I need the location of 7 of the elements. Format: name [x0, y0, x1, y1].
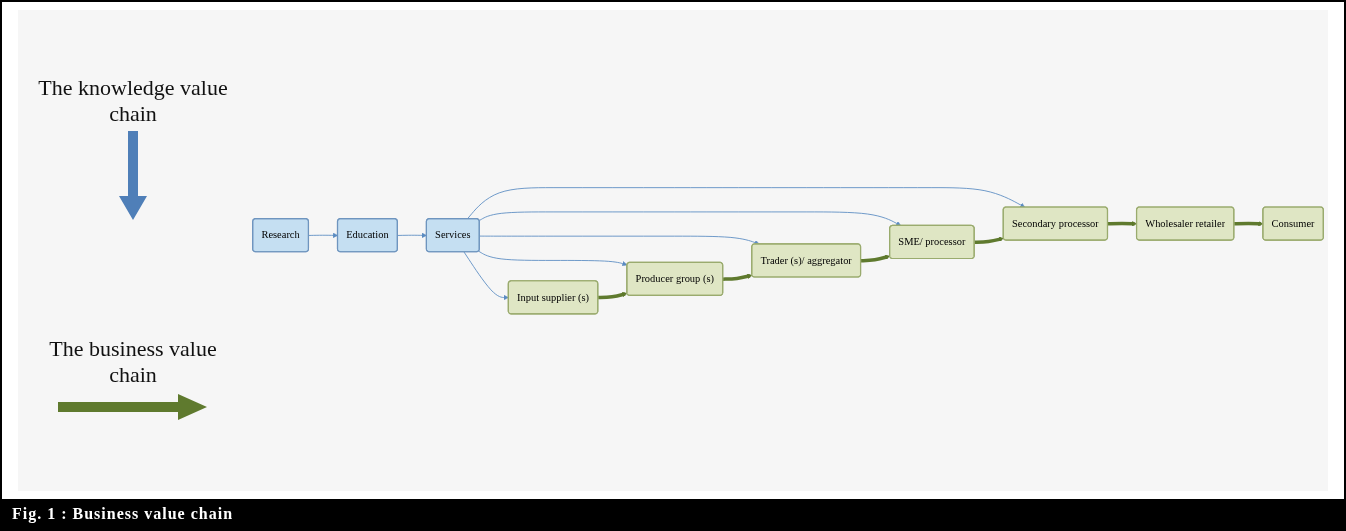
arrow: [598, 291, 628, 300]
arrow: [860, 254, 891, 263]
chain-label: The knowledge value chain: [37, 75, 229, 128]
arrow: [974, 236, 1004, 244]
chain-label: The business value chain: [48, 335, 218, 388]
figure-caption: Fig. 1 : Business value chain: [2, 499, 1344, 529]
arrow: [722, 273, 753, 281]
